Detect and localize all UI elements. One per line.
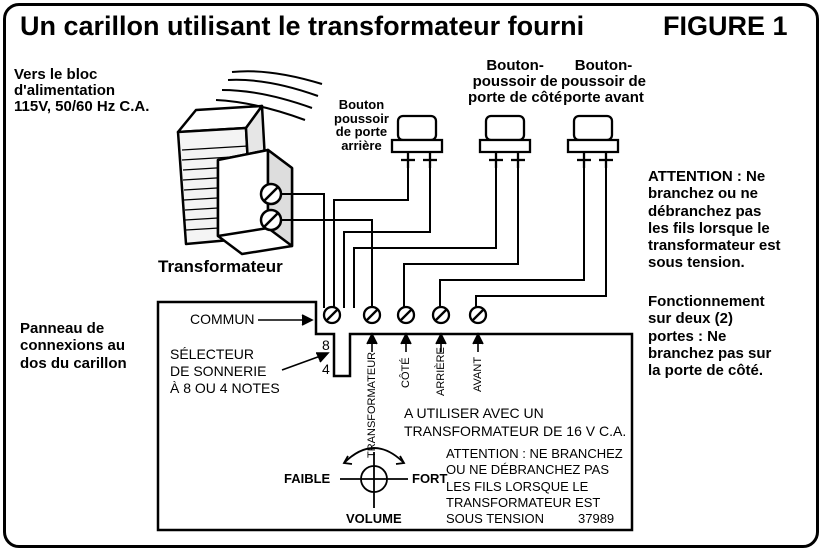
panel-warning-line-5: SOUS TENSION <box>446 511 545 526</box>
warning-line-3: débranchez pas <box>648 202 762 220</box>
use-with-line-2: TRANSFORMATEUR DE 16 V C.A. <box>404 423 627 440</box>
side-button-line-3: porte de côté <box>468 89 563 107</box>
front-button-line-2: poussoir de <box>561 73 647 91</box>
two-doors-line-1: Fonctionnement <box>648 293 765 310</box>
common-label: COMMUN <box>190 311 255 327</box>
selector-line-2: DE SONNERIE <box>170 362 267 379</box>
side-button-line-1: Bouton- <box>486 57 544 74</box>
panel-warning-line-4: TRANSFORMATEUR EST <box>446 494 601 510</box>
mains-wire-3 <box>221 89 313 109</box>
transformer-body <box>176 104 294 256</box>
mains-wire-1 <box>231 70 323 85</box>
power-line-1: Vers le bloc <box>14 66 98 83</box>
mains-wire-2 <box>227 78 319 97</box>
volume-high-label: FORT <box>412 471 448 486</box>
terminal-rear-label: ARRIÈRE <box>435 347 447 396</box>
panel-terminals <box>322 305 488 325</box>
panel-outline <box>156 300 634 532</box>
front-button-line-3: porte avant <box>563 89 644 107</box>
power-source-label: Vers le bloc d'alimentation 115V, 50/60 … <box>14 66 150 116</box>
side-button-line-2: poussoir de <box>472 73 558 91</box>
panel-warning-line-3: LES FILS LORSQUE LE <box>446 478 589 494</box>
push-buttons <box>390 114 620 168</box>
volume-low-label: FAIBLE <box>284 471 331 486</box>
rear-button-line-4: arrière <box>341 137 382 153</box>
terminal-transformer-label: TRANSFORMATEUR <box>366 351 378 458</box>
selector-line-1: SÉLECTEUR <box>170 346 255 362</box>
pointer-arrows <box>258 314 484 371</box>
warning-line-6: sous tension. <box>648 254 745 272</box>
volume-label: VOLUME <box>346 511 402 526</box>
two-doors-line-3: portes : Ne <box>648 327 727 345</box>
selector-label: SÉLECTEUR DE SONNERIE À 8 OU 4 NOTES <box>170 346 280 396</box>
volume-knob <box>340 447 408 508</box>
panel-warning-line-1: ATTENTION : NE BRANCHEZ <box>446 446 623 461</box>
rear-button-label: Bouton poussoir de porte arrière <box>334 98 389 153</box>
panel-label-line-1: Panneau de <box>20 320 105 337</box>
front-button-label: Bouton- poussoir de porte avant <box>561 57 647 107</box>
panel-label-line-2: connexions au <box>20 337 126 355</box>
two-doors-line-4: branchez pas sur <box>648 344 772 362</box>
transformer-label: Transformateur <box>158 257 283 276</box>
selector-eight: 8 <box>322 337 330 353</box>
terminal-side-label: CÔTÉ <box>400 357 412 388</box>
figure-label: FIGURE 1 <box>663 11 788 41</box>
selector-four: 4 <box>322 361 330 377</box>
power-line-3: 115V, 50/60 Hz C.A. <box>14 98 150 116</box>
part-code: 37989 <box>578 511 615 526</box>
wires <box>281 168 607 308</box>
panel-warning-line-2: OU NE DÉBRANCHEZ PAS <box>446 462 610 478</box>
panel-label-line-3: dos du carillon <box>20 354 127 372</box>
figure-frame <box>3 3 819 548</box>
transformer-spec: A UTILISER AVEC UN TRANSFORMATEUR DE 16 … <box>404 404 626 440</box>
selector-line-3: À 8 OU 4 NOTES <box>170 379 280 396</box>
warning-right-text: ATTENTION : Ne branchez ou ne débranchez… <box>648 168 781 272</box>
terminal-front-label: AVANT <box>472 356 484 392</box>
two-doors-line-5: la porte de côté. <box>648 362 764 379</box>
warning-line-5: transformateur est <box>648 237 781 254</box>
warning-line-4: les fils lorsque le <box>648 219 770 237</box>
warning-line-1: ATTENTION : Ne <box>648 168 766 185</box>
two-doors-note: Fonctionnement sur deux (2) portes : Ne … <box>648 293 771 379</box>
rear-button-line-1: Bouton <box>338 97 385 112</box>
panel-warning: ATTENTION : NE BRANCHEZ OU NE DÉBRANCHEZ… <box>446 446 623 527</box>
two-doors-line-2: sur deux (2) <box>648 310 734 328</box>
side-button-label: Bouton- poussoir de porte de côté <box>468 57 563 107</box>
warning-line-2: branchez ou ne <box>648 185 759 203</box>
diagram-title: Un carillon utilisant le transformateur … <box>20 11 585 41</box>
power-line-2: d'alimentation <box>14 82 116 100</box>
rear-button-line-2: poussoir <box>334 110 389 126</box>
rear-button-line-3: de porte <box>335 124 388 140</box>
front-button-line-1: Bouton- <box>574 57 633 74</box>
use-with-line-1: A UTILISER AVEC UN <box>404 405 544 421</box>
panel-label: Panneau de connexions au dos du carillon <box>20 320 127 372</box>
